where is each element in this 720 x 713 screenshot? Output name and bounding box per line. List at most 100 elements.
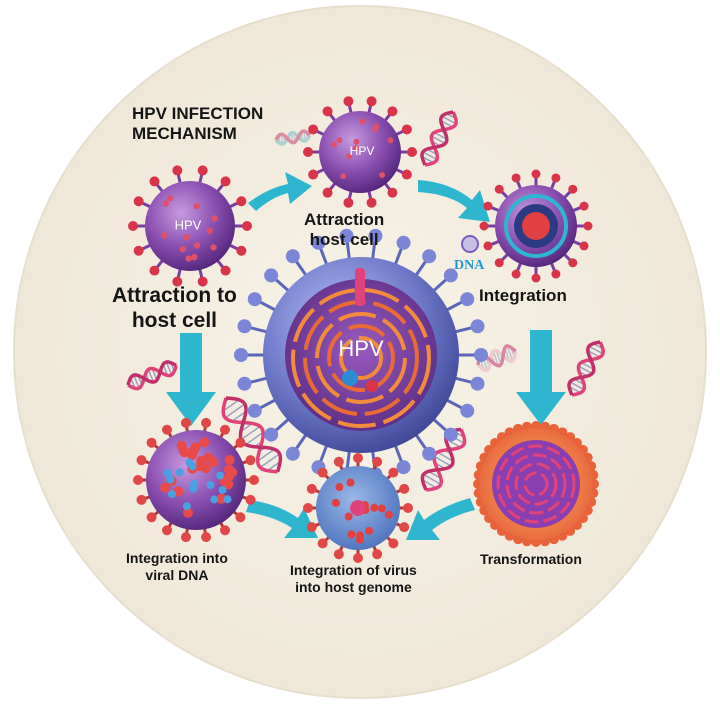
label-attraction-top: Attraction host cell xyxy=(304,210,384,250)
virus-hpv-text: HPV xyxy=(338,336,384,361)
virus-spike-tip xyxy=(172,165,182,175)
label-viral-dna-line-1: Integration into xyxy=(126,550,228,567)
virus-spike-tip xyxy=(402,170,412,180)
label-attraction-left: Attraction to host cell xyxy=(112,284,237,334)
virus-spike-tip xyxy=(149,176,159,186)
virus-surface-dot xyxy=(167,195,173,201)
label-transformation: Transformation xyxy=(480,551,582,568)
virus-spike-tip xyxy=(444,428,458,442)
virus-surface-dot xyxy=(227,467,237,477)
virus-spike-tip xyxy=(198,165,208,175)
label-attraction-left-line-2: host cell xyxy=(112,309,237,334)
virus-surface-dot xyxy=(345,513,353,521)
capsid-dot xyxy=(342,370,358,386)
virus-spike-tip xyxy=(264,268,278,282)
virus-spike-tip xyxy=(495,185,504,194)
virus-spike-tip xyxy=(551,173,560,182)
virus-spike-tip xyxy=(483,241,492,250)
virus-surface-dot xyxy=(225,455,235,465)
virus-spike-tip xyxy=(307,522,317,532)
virus-spike-tip xyxy=(128,221,138,231)
virus-spike-tip xyxy=(246,455,256,465)
virus-surface-dot xyxy=(185,458,193,466)
virus-spike-tip xyxy=(308,170,318,180)
label-transformation-line-1: Transformation xyxy=(480,551,582,568)
label-attraction-top-line-2: host cell xyxy=(304,230,384,250)
virus-spike-tip xyxy=(149,266,159,276)
virus-surface-dot xyxy=(365,527,373,535)
virus-surface-dot xyxy=(194,203,200,209)
virus-spike-tip xyxy=(246,495,256,505)
virus-surface-dot xyxy=(212,215,218,221)
virus-spike-tip xyxy=(474,348,488,362)
virus-surface-dot xyxy=(194,242,200,248)
virus-spike-tip xyxy=(388,468,398,478)
virus-spike-tip xyxy=(136,455,146,465)
virus-spike-tip xyxy=(367,198,377,208)
virus-spike-tip xyxy=(264,428,278,442)
virus-spike-tip xyxy=(236,246,246,256)
virus-surface-dot xyxy=(332,499,340,507)
virus-spike-tip xyxy=(237,319,251,333)
virus-spike-tip xyxy=(399,484,409,494)
virus-surface-dot xyxy=(335,483,343,491)
virus-spike-tip xyxy=(471,377,485,391)
virus-spike-tip xyxy=(237,377,251,391)
virus-spike-tip xyxy=(580,241,589,250)
virus-surface-dot xyxy=(191,254,197,260)
virus-surface-dot xyxy=(331,142,337,148)
virus-spike-tip xyxy=(286,249,300,263)
label-viral-dna-line-2: viral DNA xyxy=(126,567,228,584)
virus-spike-tip xyxy=(323,188,333,198)
virus-spike-tip xyxy=(460,404,474,418)
virus-spike-tip xyxy=(303,147,313,157)
virus-spike-tip xyxy=(397,460,411,474)
virus-spike-tip xyxy=(402,124,412,134)
virus-spike-tip xyxy=(551,270,560,279)
virus-integration-host-genome xyxy=(303,453,413,563)
virus-surface-dot xyxy=(185,255,191,261)
virus-spike-tip xyxy=(136,495,146,505)
virus-spike-tip xyxy=(460,292,474,306)
virus-surface-dot xyxy=(219,486,227,494)
virus-spike-tip xyxy=(286,447,300,461)
virus-surface-dot xyxy=(379,172,385,178)
virus-spike-tip xyxy=(353,453,363,463)
virus-spike-tip xyxy=(303,503,313,513)
virus-spike-tip xyxy=(147,438,157,448)
virus-spike-tip xyxy=(162,525,172,535)
virus-spike-tip xyxy=(580,202,589,211)
virus-hpv-text: HPV xyxy=(350,144,375,158)
virus-spike-tip xyxy=(134,196,144,206)
virus-surface-dot xyxy=(370,504,378,512)
virus-spike-tip xyxy=(495,258,504,267)
label-integration: Integration xyxy=(479,286,567,306)
virus-surface-dot xyxy=(199,437,209,447)
virus-spike-tip xyxy=(387,106,397,116)
label-integration-host-genome: Integration of virus into host genome xyxy=(290,562,417,595)
virus-surface-dot xyxy=(347,479,355,487)
virus-spike-tip xyxy=(242,221,252,231)
virus-surface-dot xyxy=(216,472,224,480)
virus-spike-tip xyxy=(235,512,245,522)
virus-spike-tip xyxy=(397,236,411,250)
virus-surface-dot xyxy=(206,228,212,234)
virus-spike-tip xyxy=(323,106,333,116)
virus-spike-tip xyxy=(343,198,353,208)
label-host-genome-line-1: Integration of virus xyxy=(290,562,417,579)
virus-spike-tip xyxy=(403,503,413,513)
virus-spike-tip xyxy=(532,170,541,179)
virus-spike-tip xyxy=(372,457,382,467)
virus-surface-dot xyxy=(340,173,346,179)
virus-spike-tip xyxy=(480,222,489,231)
virus-surface-dot xyxy=(183,234,189,240)
virus-spike-tip xyxy=(422,249,436,263)
virus-spike-tip xyxy=(318,538,328,548)
virus-surface-dot xyxy=(210,244,216,250)
nucleus xyxy=(350,500,366,516)
virus-surface-dot xyxy=(336,137,342,143)
virus-spike-tip xyxy=(372,549,382,559)
virus-surface-dot xyxy=(189,485,197,493)
